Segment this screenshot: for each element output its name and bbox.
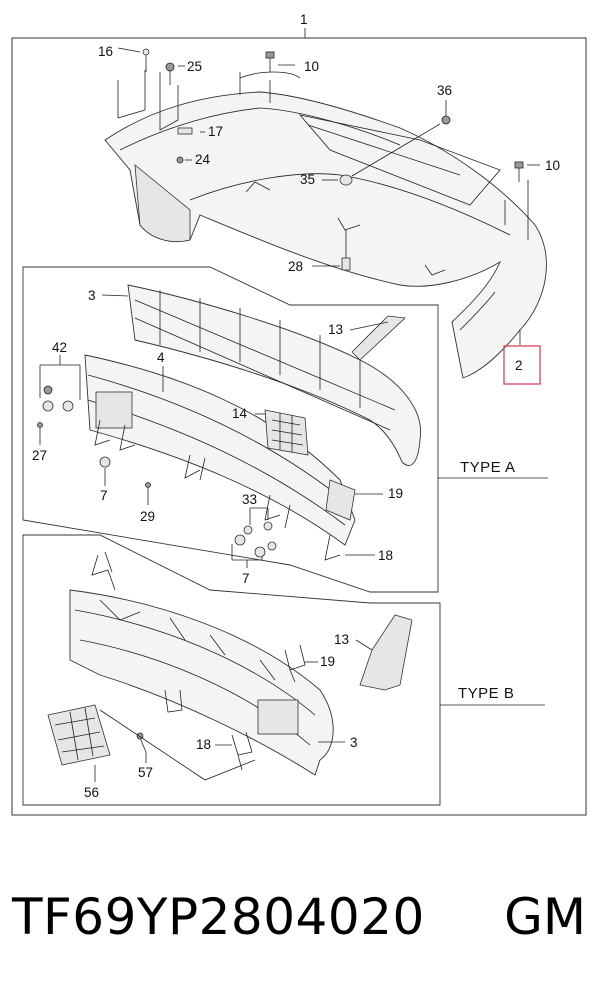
- callout-17: 17: [208, 124, 223, 139]
- callout-56: 56: [84, 785, 99, 800]
- callout-14: 14: [232, 406, 248, 421]
- callout-19b: 19: [320, 654, 335, 669]
- callout-29: 29: [140, 509, 155, 524]
- clip-b-top-left: [91, 551, 116, 591]
- reinforcement-beam: [84, 354, 356, 561]
- beam-type-b: [69, 589, 334, 776]
- bracket-19a: [325, 479, 356, 521]
- callout-13b: 13: [334, 632, 349, 647]
- callout-27: 27: [32, 448, 47, 463]
- type-b-label: TYPE B: [458, 685, 514, 702]
- fastener-clip-28: [341, 257, 351, 271]
- washer-set-33: [243, 521, 277, 551]
- bracket-13b: [359, 614, 413, 691]
- callout-10b: 10: [545, 158, 560, 173]
- energy-absorber: [127, 284, 422, 466]
- brand-label: GM: [504, 888, 586, 946]
- callout-13a: 13: [328, 322, 343, 337]
- callout-3a: 3: [88, 288, 96, 303]
- screw-27: [37, 422, 43, 445]
- callout-33: 33: [242, 492, 257, 507]
- part-code: TF69YP2804020: [12, 888, 425, 946]
- callout-19a: 19: [388, 486, 403, 501]
- fastener-clip-25: [165, 62, 175, 85]
- fastener-bolt-36: [441, 115, 451, 125]
- callout-18a: 18: [378, 548, 393, 563]
- module-56: [47, 704, 111, 766]
- clip-19b: [284, 644, 306, 683]
- callout-42: 42: [52, 340, 67, 355]
- type-a-panel-outline: [22, 266, 439, 593]
- callout-4: 4: [157, 350, 165, 365]
- callout-7a: 7: [100, 488, 108, 503]
- bumper-fascia: [104, 71, 547, 379]
- module-14: [264, 409, 309, 456]
- fastener-clip-16: [142, 48, 150, 72]
- type-b-panel-outline: [22, 534, 441, 806]
- fastener-bolt-10b: [514, 161, 524, 182]
- callout-25: 25: [187, 59, 202, 74]
- callout-7b: 7: [242, 571, 250, 586]
- nut-7b: [234, 534, 266, 558]
- callout-10a: 10: [304, 59, 319, 74]
- highlight-box: [503, 345, 541, 385]
- callout-2-highlighted: 2: [515, 358, 523, 373]
- clip-18b: [164, 689, 253, 771]
- fastener-bolt-10a: [265, 51, 275, 72]
- fastener-clip-35: [339, 174, 353, 186]
- callout-28: 28: [288, 259, 303, 274]
- fastener-17: [177, 127, 193, 135]
- callout-35: 35: [300, 172, 315, 187]
- callout-assembly: 1: [300, 12, 308, 27]
- nut-7a: [99, 456, 111, 468]
- diagram-frame: [11, 37, 587, 816]
- footer: TF69YP2804020 GM: [0, 872, 600, 962]
- callout-36: 36: [437, 83, 452, 98]
- callout-16: 16: [98, 44, 113, 59]
- fastener-24: [176, 156, 184, 164]
- callout-3b: 3: [350, 735, 358, 750]
- callout-24: 24: [195, 152, 211, 167]
- bracket-13a: [351, 315, 406, 361]
- screw-29: [145, 482, 151, 505]
- callout-57: 57: [138, 765, 153, 780]
- washer-set-42: [42, 385, 74, 412]
- type-a-label: TYPE A: [460, 459, 516, 476]
- callout-18b: 18: [196, 737, 211, 752]
